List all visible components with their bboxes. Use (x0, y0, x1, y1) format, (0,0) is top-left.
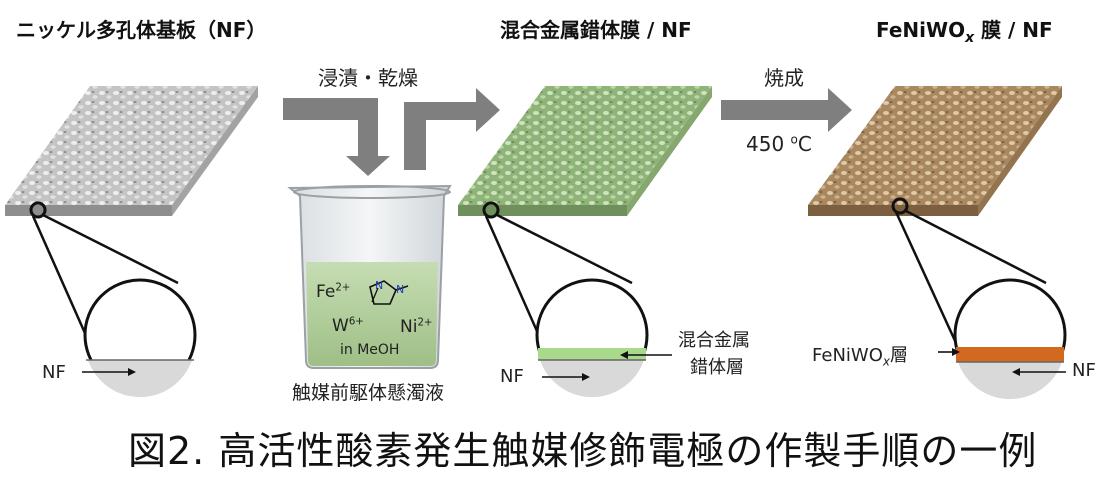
ion-ni: Ni2+ (400, 317, 433, 337)
step-calcine: 焼成 (764, 66, 804, 90)
figure-caption: 図2. 高活性酸素発生触媒修飾電極の作製手順の一例 (128, 429, 1038, 473)
magnifier-2 (482, 201, 649, 398)
complex-layer-label-line1: 混合金属 (678, 330, 750, 351)
nf-plate (5, 86, 258, 216)
oxide-layer (956, 347, 1064, 362)
magnifier-1 (29, 201, 197, 398)
imidazole-n2: N (396, 283, 405, 296)
nf-label-2: NF (500, 366, 524, 387)
arrow-nf-1 (82, 368, 136, 376)
solvent-label: in MeOH (340, 342, 400, 358)
complex-layer (538, 348, 646, 360)
step-impregnate-dry: 浸漬・乾燥 (318, 66, 418, 90)
complex-layer-label-line2: 錯体層 (690, 357, 744, 378)
imidazole-n1: N (375, 279, 384, 292)
complex-plate (458, 86, 712, 216)
oxide-layer-label: FeNiWOx層 (812, 345, 908, 369)
title-complex-film: 混合金属錯体膜 / NF (500, 18, 692, 42)
arrow-nf-3 (1012, 368, 1066, 376)
arrow-complex-layer (620, 351, 672, 359)
arrow-oxide-layer (938, 348, 960, 356)
step-temperature: 450 oC (746, 132, 812, 156)
nf-label-1: NF (42, 362, 66, 383)
ion-w: W6+ (332, 316, 364, 336)
beaker (287, 184, 452, 369)
precursor-suspension-label: 触媒前駆体懸濁液 (292, 382, 445, 404)
process-arrow-1 (283, 88, 500, 176)
title-nf-substrate: ニッケル多孔体基板（NF） (16, 18, 267, 42)
magnifier-3 (891, 197, 1067, 400)
precursor-liquid (306, 262, 438, 366)
process-arrow-2 (721, 88, 852, 132)
nf-label-3: NF (1072, 360, 1096, 381)
ion-fe: Fe2+ (316, 282, 351, 302)
imidazole-icon (369, 280, 409, 305)
arrow-nf-2 (542, 373, 590, 381)
title-oxide-film: FeNiWOx 膜 / NF (876, 18, 1053, 46)
